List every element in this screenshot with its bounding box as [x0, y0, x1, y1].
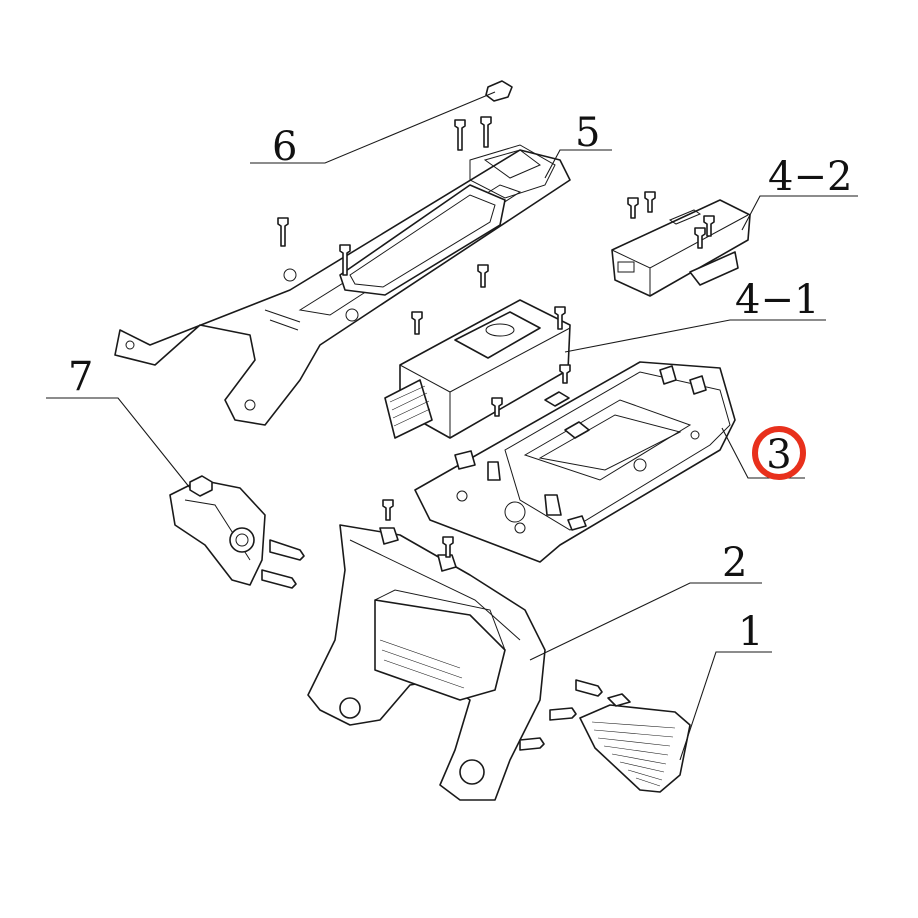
callout-labels: 6 5 4−2 4−1 7 2 1 3 [68, 110, 852, 655]
callout-3-highlight: 3 [752, 426, 806, 480]
part-1-vent-cover [575, 679, 691, 793]
part-6-top-bracket [114, 80, 571, 426]
callout-1: 1 [738, 609, 763, 655]
callout-4-1: 4−1 [735, 277, 819, 323]
part-4-1-main-module [384, 264, 571, 439]
callout-6: 6 [272, 124, 297, 170]
callout-3: 3 [766, 432, 791, 478]
callout-5: 5 [575, 110, 600, 156]
part-4-2-small-module [611, 191, 751, 297]
part-2-lower-frame [307, 499, 577, 801]
highlight-circle [752, 426, 806, 480]
callout-7: 7 [68, 354, 93, 400]
part-7-side-bracket [169, 475, 305, 589]
callout-4-2: 4−2 [768, 154, 852, 200]
part-3-tray-plate [414, 361, 736, 563]
callout-2: 2 [722, 540, 747, 586]
